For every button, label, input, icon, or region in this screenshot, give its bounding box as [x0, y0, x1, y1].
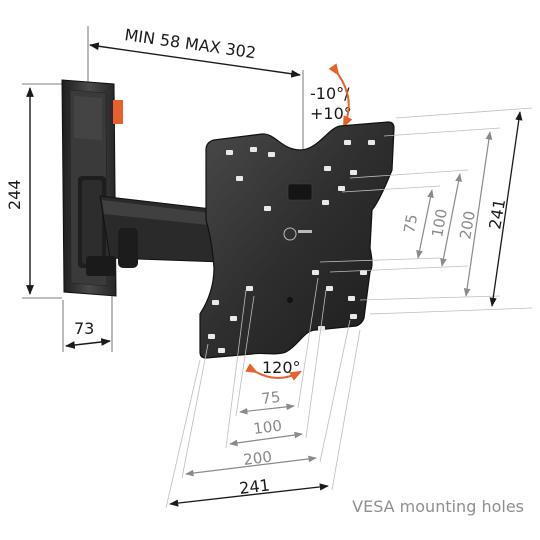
vesa-plate: [199, 121, 395, 359]
rotation-indicator: 120°: [245, 358, 303, 381]
wall-height-dimension: 244: [5, 83, 62, 299]
swing-arm: [78, 176, 223, 276]
wall-depth-dimension: 73: [62, 296, 113, 352]
vesa-v-75-label: 75: [400, 213, 421, 235]
vesa-h-100-label: 100: [252, 417, 283, 438]
orange-tab-icon: [113, 100, 123, 124]
brand-logo-icon: [283, 227, 297, 241]
vesa-horizontal-dimensions: 75 100 200 241: [165, 277, 361, 509]
tilt-arrow-icon: [328, 63, 353, 129]
arm-extension-dimension: MIN 58 MAX 302: [87, 25, 304, 150]
vesa-h-241-label: 241: [238, 475, 271, 498]
vesa-hole-icons: [208, 140, 375, 353]
vesa-v-241-label: 241: [485, 197, 509, 230]
wall-depth-label: 73: [74, 319, 94, 338]
vesa-v-200-label: 200: [456, 209, 479, 240]
vesa-h-75-label: 75: [260, 388, 281, 408]
wall-height-label: 244: [5, 179, 24, 210]
rotation-arrow-icon: [245, 363, 303, 381]
tilt-indicator: -10°/ +10°: [310, 63, 353, 129]
vesa-v-100-label: 100: [428, 207, 451, 238]
caption: VESA mounting holes: [352, 497, 524, 516]
vesa-h-200-label: 200: [242, 448, 273, 469]
arm-extension-label: MIN 58 MAX 302: [123, 25, 257, 62]
rotation-label: 120°: [262, 358, 301, 377]
